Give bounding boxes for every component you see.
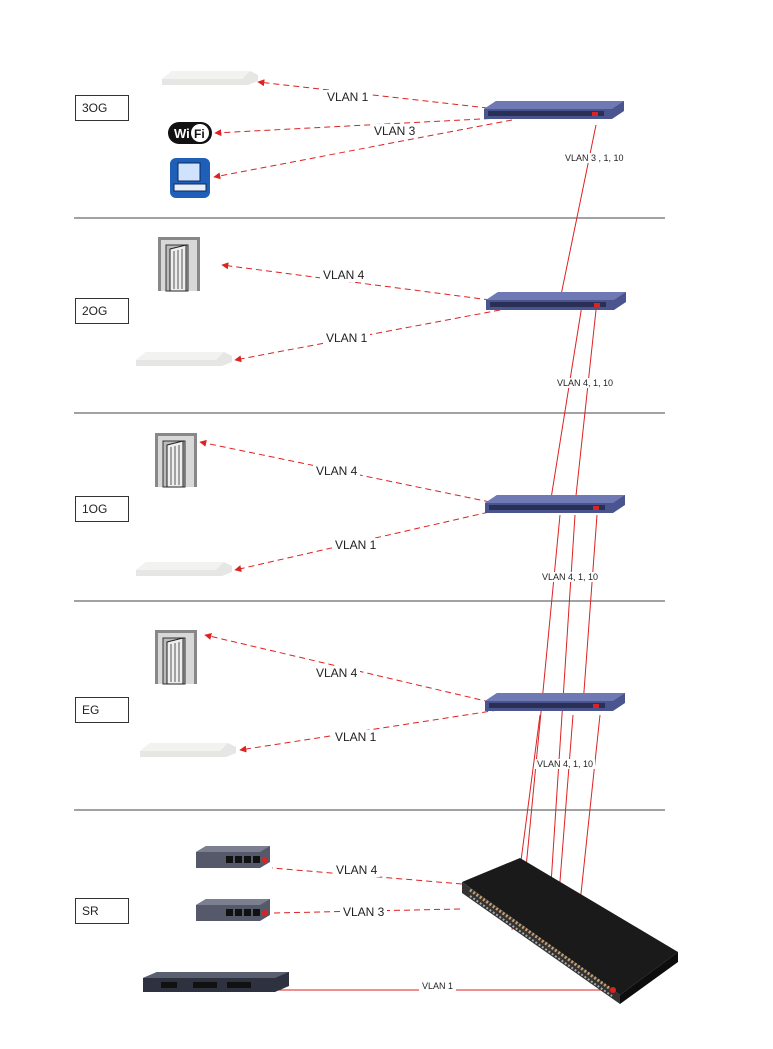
floor-label-3og: 3OG <box>75 95 129 121</box>
door-icon <box>154 629 198 685</box>
floor-label-1og: 1OG <box>75 496 129 522</box>
poe-switch-icon <box>196 846 270 868</box>
computer-icon <box>170 158 210 198</box>
vlan-label: VLAN 4 <box>313 666 361 680</box>
vlan-label: VLAN 4 <box>320 268 368 282</box>
access-point-icon <box>136 562 232 576</box>
door-icon <box>157 236 201 292</box>
access-point-icon <box>162 71 258 85</box>
router-icon <box>143 972 289 992</box>
vlan-label: VLAN 1 <box>324 90 372 104</box>
floor-label-sr: SR <box>75 898 129 924</box>
vlan-label: VLAN 1 <box>419 981 457 991</box>
vlan-label: VLAN 3 <box>340 905 388 919</box>
poe-switch-icon <box>196 899 270 921</box>
floor-label-2og: 2OG <box>75 298 129 324</box>
floor-dividers <box>74 217 665 811</box>
trunk-label: VLAN 4, 1, 10 <box>555 378 616 388</box>
door-icon <box>154 432 198 488</box>
wifi-logo-icon: Wi Fi <box>168 122 212 144</box>
vlan-links <box>199 79 513 914</box>
svg-text:Wi: Wi <box>174 126 190 141</box>
trunk-label: VLAN 4, 1, 10 <box>540 572 601 582</box>
vlan-label: VLAN 4 <box>333 863 381 877</box>
vlan-label: VLAN 4 <box>313 464 361 478</box>
access-point-icon <box>136 352 232 366</box>
vlan-label: VLAN 3 <box>371 124 419 138</box>
network-switch-icon <box>484 101 624 119</box>
trunk-label: VLAN 3 , 1, 10 <box>563 153 626 163</box>
network-switch-icon <box>485 693 625 711</box>
vlan-label: VLAN 1 <box>332 538 380 552</box>
floor-label-eg: EG <box>75 697 129 723</box>
core-switch-icon <box>462 858 678 1004</box>
network-switch-icon <box>485 495 625 513</box>
svg-text:Fi: Fi <box>194 127 205 141</box>
trunk-label: VLAN 4, 1, 10 <box>535 759 596 769</box>
network-switch-icon <box>486 292 626 310</box>
vlan-label: VLAN 1 <box>332 730 380 744</box>
vlan-label: VLAN 1 <box>323 331 371 345</box>
access-point-icon <box>140 743 236 757</box>
